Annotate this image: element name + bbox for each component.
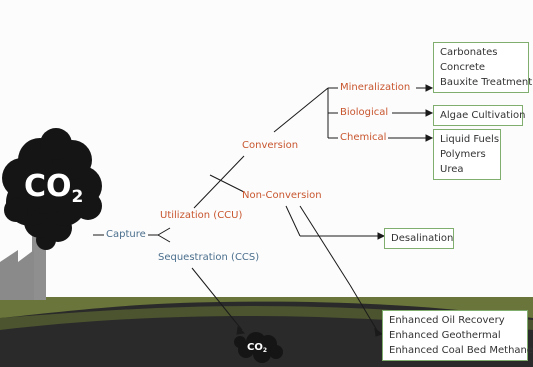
mineralization-products-box: Carbonates Concrete Bauxite Treatment bbox=[433, 42, 533, 93]
non-conversion-label: Non-Conversion bbox=[242, 190, 322, 201]
chemical-products-box: Liquid Fuels Polymers Urea bbox=[433, 129, 501, 180]
utilization-label: Utilization (CCU) bbox=[160, 210, 243, 221]
enhanced-recovery-box: Enhanced Oil Recovery Enhanced Geotherma… bbox=[382, 310, 533, 361]
product-liquid-fuels: Liquid Fuels bbox=[440, 134, 500, 145]
conversion-label: Conversion bbox=[242, 140, 299, 151]
co2-source-text: CO bbox=[24, 169, 72, 204]
desalination-box: Desalination bbox=[384, 228, 454, 249]
mineralization-label: Mineralization bbox=[340, 82, 411, 93]
co2-ground-subscript: 2 bbox=[262, 347, 268, 354]
chemical-label: Chemical bbox=[340, 132, 387, 143]
co2-source-subscript: 2 bbox=[71, 187, 84, 207]
co2-smoke-cloud-icon bbox=[2, 128, 102, 250]
product-enhanced-coal-bed-methane: Enhanced Coal Bed Methane bbox=[389, 345, 533, 356]
connector-lines bbox=[93, 87, 380, 333]
product-bauxite-treatment: Bauxite Treatment bbox=[440, 77, 533, 88]
co2-source-label: CO2 bbox=[24, 170, 83, 214]
product-enhanced-oil-recovery: Enhanced Oil Recovery bbox=[389, 315, 505, 326]
product-carbonates: Carbonates bbox=[440, 47, 498, 58]
co2-ground-text: CO bbox=[247, 342, 263, 353]
product-enhanced-geothermal: Enhanced Geothermal bbox=[389, 330, 501, 341]
product-concrete: Concrete bbox=[440, 62, 486, 73]
underground-co2-cloud-icon bbox=[234, 332, 283, 363]
arrows bbox=[236, 84, 434, 337]
product-desalination: Desalination bbox=[391, 233, 454, 244]
biological-products-box: Algae Cultivation bbox=[433, 105, 526, 126]
sequestration-label: Sequestration (CCS) bbox=[158, 252, 260, 263]
product-polymers: Polymers bbox=[440, 149, 486, 160]
product-urea: Urea bbox=[440, 164, 464, 175]
co2-ground-label: CO2 bbox=[247, 342, 267, 357]
capture-label: Capture bbox=[106, 229, 146, 240]
product-algae-cultivation: Algae Cultivation bbox=[440, 110, 526, 121]
biological-label: Biological bbox=[340, 107, 389, 118]
